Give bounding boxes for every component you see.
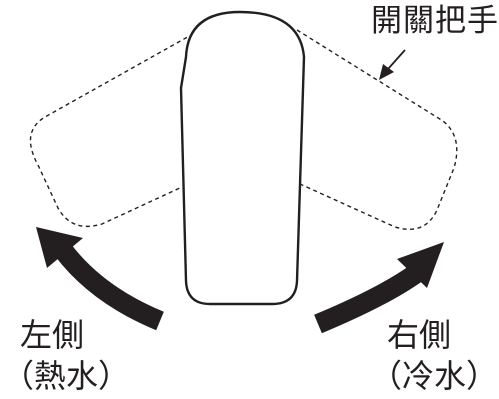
left-side-label: 左側 <box>20 316 85 354</box>
left-rotation-arrowhead <box>36 227 83 268</box>
handle-left-position-outline <box>29 29 201 228</box>
left-rotation-arrow-shaft <box>55 243 164 331</box>
handle-pointer-arrowhead <box>379 64 394 80</box>
handle-center-outline <box>179 10 306 306</box>
right-rotation-arrow-shaft <box>314 263 424 334</box>
right-rotation-arrowhead <box>397 242 444 288</box>
hot-water-label: （熱水） <box>2 357 131 395</box>
right-side-label: 右側 <box>387 316 452 354</box>
cold-water-label: （冷水） <box>370 357 499 395</box>
handle-right-position-outline <box>296 29 458 231</box>
handle-label: 開關把手 <box>371 3 499 39</box>
handle-pointer-line <box>387 49 406 70</box>
